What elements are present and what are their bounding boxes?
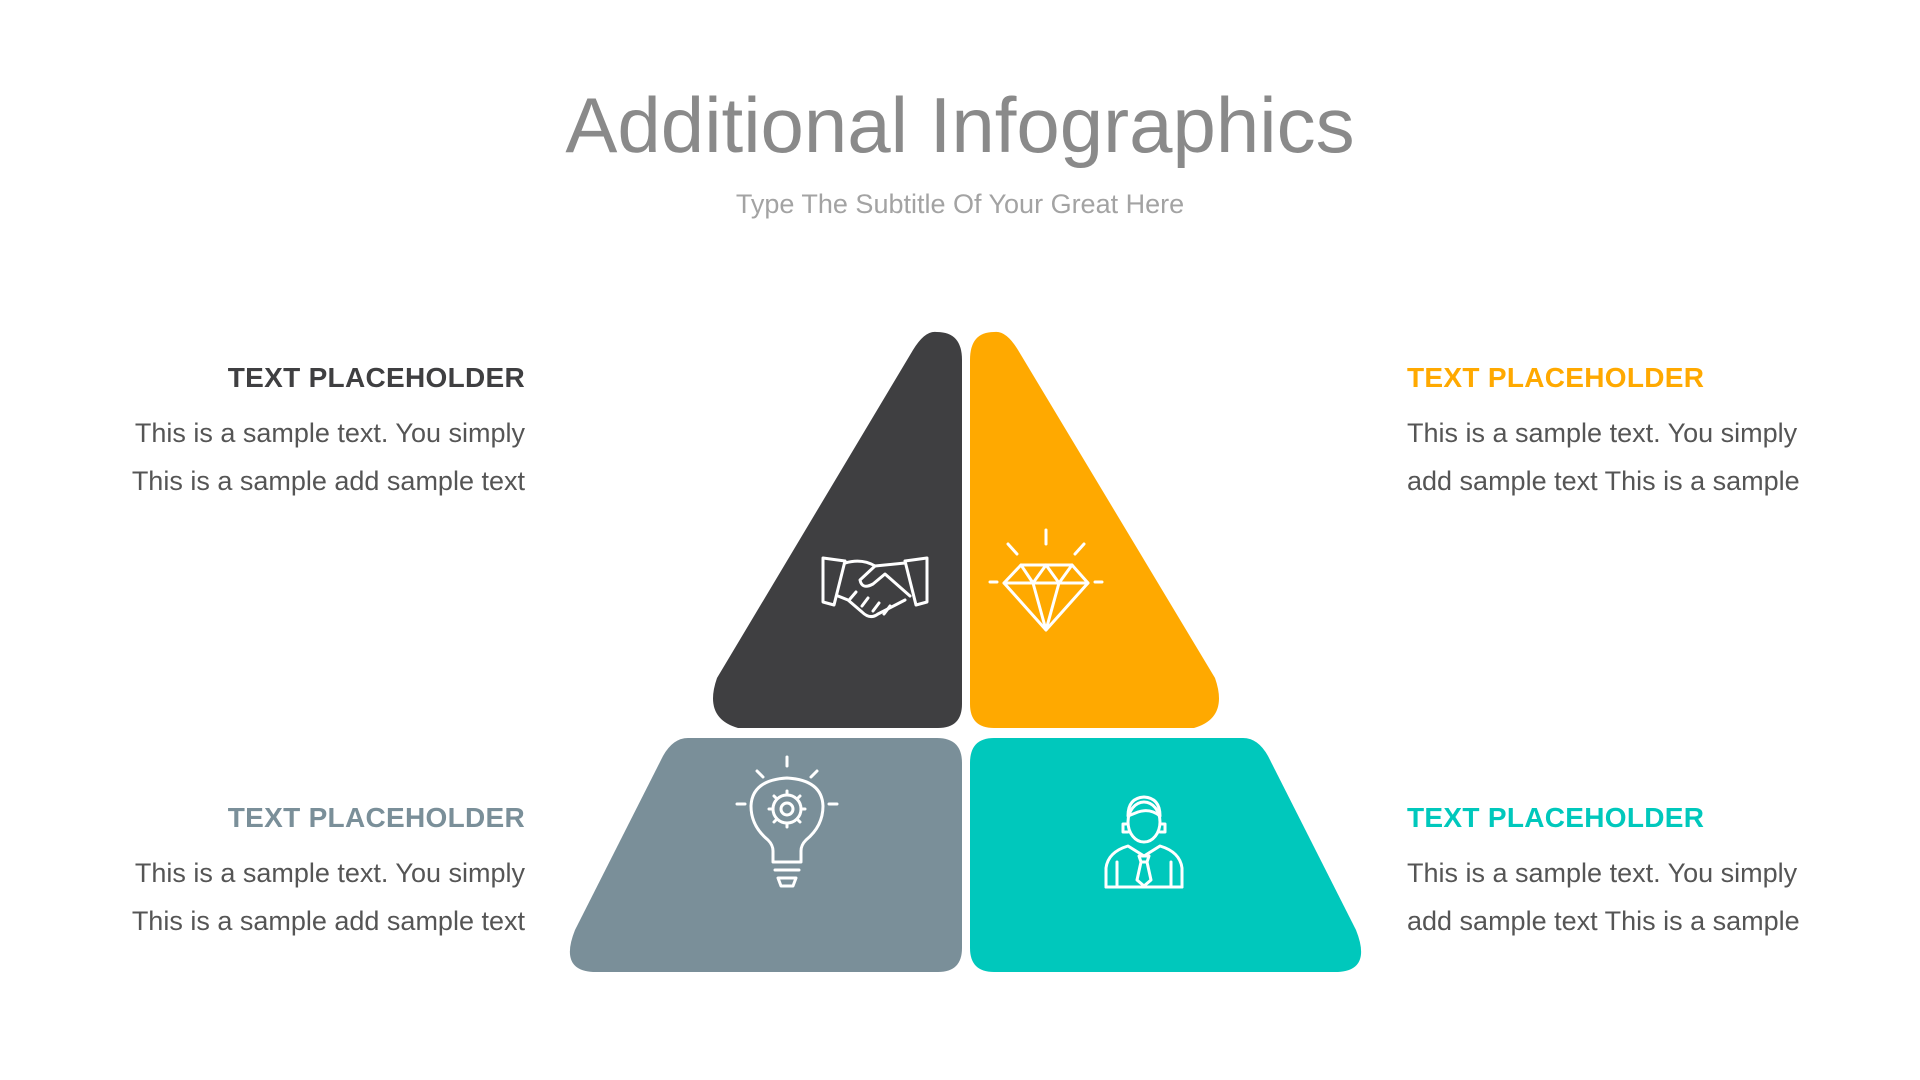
block-line: This is a sample add sample text xyxy=(131,906,525,936)
block-line: This is a sample text. You simply xyxy=(134,858,525,888)
text-block-bottom-left: TEXT PLACEHOLDER This is a sample text. … xyxy=(105,801,525,945)
diamond-icon xyxy=(988,528,1104,632)
pyramid-piece-top-left xyxy=(713,331,962,728)
lightbulb-gear-icon xyxy=(735,755,839,888)
businessman-icon xyxy=(1104,795,1184,889)
text-block-top-left: TEXT PLACEHOLDER This is a sample text. … xyxy=(105,361,525,505)
block-heading: TEXT PLACEHOLDER xyxy=(227,802,525,833)
handshake-icon xyxy=(821,556,929,619)
block-line: This is a sample text. You simply xyxy=(134,418,525,448)
page-title: Additional Infographics xyxy=(565,81,1355,169)
block-line: This is a sample text. You simply xyxy=(1407,858,1798,888)
block-line: This is a sample text. You simply xyxy=(1407,418,1798,448)
block-line: add sample text This is a sample xyxy=(1407,466,1800,496)
text-block-top-right: TEXT PLACEHOLDER This is a sample text. … xyxy=(1407,361,1827,505)
block-heading: TEXT PLACEHOLDER xyxy=(1407,362,1705,393)
block-heading: TEXT PLACEHOLDER xyxy=(1407,802,1705,833)
pyramid-piece-bottom-right xyxy=(970,738,1362,972)
block-line: This is a sample add sample text xyxy=(131,466,525,496)
text-block-bottom-right: TEXT PLACEHOLDER This is a sample text. … xyxy=(1407,801,1827,945)
pyramid-piece-bottom-left xyxy=(569,738,962,972)
block-line: add sample text This is a sample xyxy=(1407,906,1800,936)
block-heading: TEXT PLACEHOLDER xyxy=(227,362,525,393)
page-subtitle: Type The Subtitle Of Your Great Here xyxy=(735,189,1185,219)
pyramid-piece-top-right xyxy=(970,331,1219,728)
